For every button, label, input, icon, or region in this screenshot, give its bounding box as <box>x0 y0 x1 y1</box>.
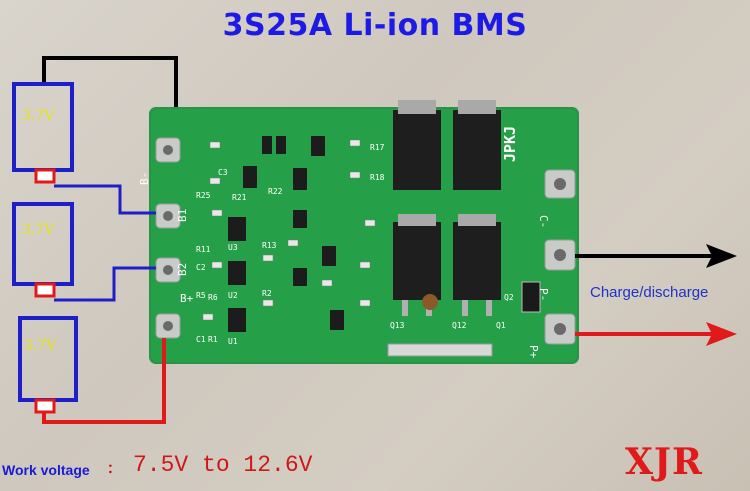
brand-logo: XJR <box>625 441 703 483</box>
cell-3-label: 3.7V <box>24 338 57 354</box>
pad-b1-label: B1 <box>176 209 189 222</box>
right-pads <box>544 169 576 345</box>
pad-p-plus-label: P+ <box>527 345 540 359</box>
pad-b-minus-label: B- <box>138 172 151 185</box>
silk-r1: R1 <box>208 335 218 344</box>
cell-1-label: 3.7V <box>22 108 55 124</box>
cell-1-terminal <box>34 168 56 184</box>
pad-p-minus-label: P- <box>537 288 550 301</box>
silk-r13: R13 <box>262 241 277 250</box>
cell-3 <box>18 316 78 402</box>
cell-2-terminal <box>34 282 56 298</box>
silk-r5: R5 <box>196 291 206 300</box>
silk-u3: U3 <box>228 243 238 252</box>
silk-r18: R18 <box>370 173 385 182</box>
silkscreen: B- B1 B2 B+ C- P- P+ JPKJ C3 R25 R21 C2 … <box>138 126 550 359</box>
red-arrow <box>575 322 737 346</box>
work-voltage-label: Work voltage <box>2 462 90 478</box>
silk-q13: Q13 <box>390 321 405 330</box>
passive-components <box>202 139 376 321</box>
pad-c-minus-label: C- <box>537 215 550 228</box>
silk-q2: Q2 <box>504 293 514 302</box>
cell-1 <box>12 82 74 172</box>
cell-2-label: 3.7V <box>22 222 55 238</box>
left-pads <box>155 137 181 339</box>
silk-c3: C3 <box>218 168 228 177</box>
black-arrow <box>575 244 737 268</box>
bms-board: B- B1 B2 B+ C- P- P+ JPKJ C3 R25 R21 C2 … <box>138 100 579 364</box>
silk-r2: R2 <box>262 289 272 298</box>
header-strip <box>387 343 493 357</box>
board-logo: JPKJ <box>501 126 519 162</box>
red-wire <box>42 338 166 424</box>
black-wire <box>42 56 178 118</box>
silk-u2: U2 <box>228 291 238 300</box>
cell-2 <box>12 202 74 286</box>
silk-r22: R22 <box>268 187 283 196</box>
charge-discharge-label: Charge/discharge <box>590 284 709 301</box>
cell-3-terminal <box>34 398 56 414</box>
mosfets <box>393 100 501 316</box>
battery-cells <box>12 82 78 414</box>
silk-r25: R25 <box>196 191 211 200</box>
page-title: 3S25A Li-ion BMS <box>222 8 528 43</box>
silk-r21: R21 <box>232 193 247 202</box>
pad-b2-label: B2 <box>176 263 189 276</box>
work-voltage-colon: : <box>107 454 114 478</box>
blue-wires <box>54 184 156 302</box>
silk-r6: R6 <box>208 293 218 302</box>
silk-c1: C1 <box>196 335 206 344</box>
silk-q12: Q12 <box>452 321 467 330</box>
diode <box>521 281 541 313</box>
silk-q1: Q1 <box>496 321 506 330</box>
work-voltage-range: 7.5V to 12.6V <box>133 452 313 478</box>
ic-chips <box>228 136 344 332</box>
silk-c2: C2 <box>196 263 206 272</box>
silk-r17: R17 <box>370 143 385 152</box>
silk-u1: U1 <box>228 337 238 346</box>
silk-r11: R11 <box>196 245 211 254</box>
pad-b-plus-label: B+ <box>180 292 194 305</box>
